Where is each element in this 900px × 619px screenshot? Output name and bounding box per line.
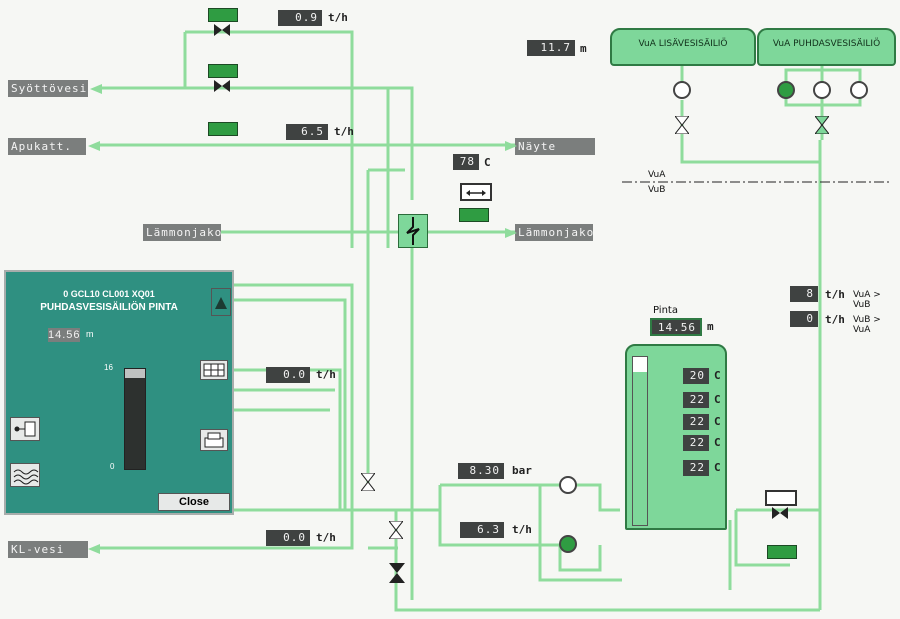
flow-mid-value: 6.5 xyxy=(286,124,328,140)
valve-icon[interactable] xyxy=(214,24,230,36)
valve-icon[interactable] xyxy=(675,116,689,134)
printer-icon xyxy=(204,432,224,448)
flow-top-value: 0.9 xyxy=(278,10,322,26)
popup-header: 0 GCL10 CL001 XQ01 PUHDASVESISÄILIÖN PIN… xyxy=(9,276,209,313)
valve-icon[interactable] xyxy=(389,563,405,583)
transfer-b-unit: t/h xyxy=(825,313,845,326)
triangle-up-icon xyxy=(215,297,227,309)
tag-kl-vesi[interactable]: KL-vesi xyxy=(8,541,88,558)
controller-button[interactable] xyxy=(208,64,238,78)
flow-mid-unit: t/h xyxy=(334,125,354,138)
tank-temp-value: 22 xyxy=(683,414,709,430)
wave-icon xyxy=(13,469,39,485)
transfer-b-value: 0 xyxy=(790,311,818,327)
tank-temp-unit: C xyxy=(714,393,721,406)
pressure-value: 8.30 xyxy=(458,463,504,479)
popup-title: PUHDASVESISÄILIÖN PINTA xyxy=(40,302,178,313)
level-popup-panel: 0 GCL10 CL001 XQ01 PUHDASVESISÄILIÖN PIN… xyxy=(4,270,234,515)
scale-min: 0 xyxy=(110,462,115,471)
tag-lammonjako-in[interactable]: Lämmonjako xyxy=(143,224,221,241)
valve-icon[interactable] xyxy=(815,116,829,134)
boundary-lower: VuB xyxy=(648,185,666,195)
valve-icon[interactable] xyxy=(772,507,788,519)
pump-icon[interactable] xyxy=(813,81,831,99)
arrow-right-icon xyxy=(505,228,517,238)
pinta-unit: m xyxy=(707,320,714,333)
level-top-value: 11.7 xyxy=(527,40,575,56)
tag-syottovesi[interactable]: Syöttövesi xyxy=(8,80,88,97)
tank-temp-unit: C xyxy=(714,415,721,428)
scale-max: 16 xyxy=(104,363,113,372)
document-arrow-icon xyxy=(14,421,36,437)
tag-apukatt[interactable]: Apukatt. xyxy=(8,138,86,155)
pump-icon[interactable] xyxy=(559,535,577,553)
level-bar xyxy=(124,368,146,470)
transfer-b-label: VuB > VuA xyxy=(853,315,881,335)
transfer-a-unit: t/h xyxy=(825,288,845,301)
pump-flow-unit: t/h xyxy=(512,523,532,536)
tank-puhdasvesi[interactable]: VuA PUHDASVESISÄILIÖ xyxy=(757,28,896,66)
tank-lisavesi[interactable]: VuA LISÄVESISÄILIÖ xyxy=(610,28,756,66)
table-view-button[interactable] xyxy=(200,360,228,380)
heat-exchanger[interactable] xyxy=(398,214,428,248)
panel-flow-value: 0.0 xyxy=(266,367,310,383)
pump-icon[interactable] xyxy=(777,81,795,99)
swap-arrows-icon xyxy=(466,190,486,196)
document-button[interactable] xyxy=(10,417,40,441)
pressure-unit: bar xyxy=(512,464,532,477)
level-top-unit: m xyxy=(580,42,587,55)
tag-lammonjako-out[interactable]: Lämmonjako xyxy=(515,224,593,241)
arrow-right-icon xyxy=(505,141,517,151)
exchange-toggle-button[interactable] xyxy=(460,183,492,201)
popup-code: 0 GCL10 CL001 XQ01 xyxy=(63,289,155,299)
pinta-label: Pinta xyxy=(653,305,678,316)
controller-button[interactable] xyxy=(459,208,489,222)
table-icon xyxy=(203,363,225,377)
scroll-up-button[interactable] xyxy=(211,288,231,316)
tank-temp-unit: C xyxy=(714,436,721,449)
tank-temp-value: 20 xyxy=(683,368,709,384)
panel-flow-unit: t/h xyxy=(316,368,336,381)
temperature-unit: C xyxy=(484,156,491,169)
tag-nayte[interactable]: Näyte xyxy=(515,138,595,155)
tank-level-gauge xyxy=(632,356,648,526)
tank-temp-unit: C xyxy=(714,369,721,382)
clean-water-tank[interactable] xyxy=(625,344,727,530)
controller-button[interactable] xyxy=(208,122,238,136)
controller-button[interactable] xyxy=(208,8,238,22)
pinta-value: 14.56 xyxy=(650,318,702,336)
valve-icon[interactable] xyxy=(389,521,403,539)
level-bar-fill xyxy=(125,378,145,469)
transfer-a-value: 8 xyxy=(790,286,818,302)
print-button[interactable] xyxy=(200,429,228,451)
temperature-value: 78 xyxy=(453,154,479,170)
controller-button[interactable] xyxy=(765,490,797,506)
tank-temp-unit: C xyxy=(714,461,721,474)
tank-temp-value: 22 xyxy=(683,435,709,451)
pump-icon[interactable] xyxy=(850,81,868,99)
popup-unit: m xyxy=(86,329,94,339)
flow-top-unit: t/h xyxy=(328,11,348,24)
close-button[interactable]: Close xyxy=(158,493,230,511)
arrow-left-icon xyxy=(90,84,102,94)
valve-icon[interactable] xyxy=(361,473,375,491)
trend-button[interactable] xyxy=(10,463,40,487)
valve-icon[interactable] xyxy=(214,80,230,92)
pump-icon[interactable] xyxy=(673,81,691,99)
transfer-a-label: VuA > VuB xyxy=(853,290,881,310)
kl-flow-value: 0.0 xyxy=(266,530,310,546)
tank-temp-value: 22 xyxy=(683,392,709,408)
arrow-left-icon xyxy=(88,141,100,151)
tank-level-fill xyxy=(633,372,647,525)
pump-icon[interactable] xyxy=(559,476,577,494)
controller-button[interactable] xyxy=(767,545,797,559)
kl-flow-unit: t/h xyxy=(316,531,336,544)
tank-temp-value: 22 xyxy=(683,460,709,476)
pump-flow-value: 6.3 xyxy=(460,522,504,538)
heat-exchanger-icon xyxy=(406,217,420,245)
arrow-left-icon xyxy=(88,544,100,554)
boundary-upper: VuA xyxy=(648,170,666,180)
popup-value: 14.56 xyxy=(48,328,81,342)
